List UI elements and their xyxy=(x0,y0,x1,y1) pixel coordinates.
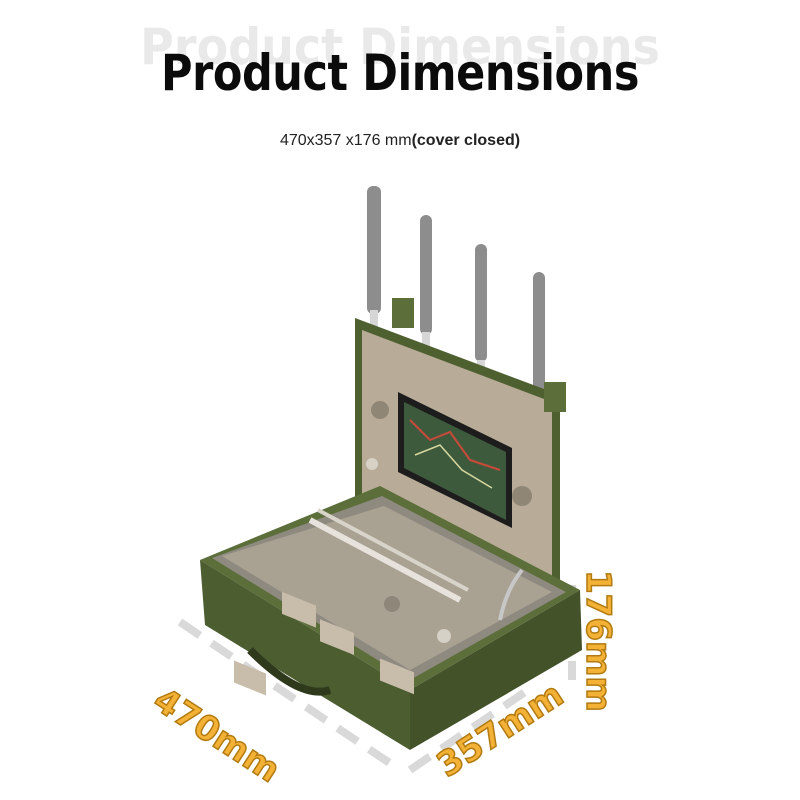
compartment-2 xyxy=(282,591,316,628)
speaker-grille-right xyxy=(512,486,532,506)
base-speaker xyxy=(384,596,400,612)
size-note: (cover closed) xyxy=(411,132,521,149)
background-ghost-title: Product Dimensions xyxy=(140,18,660,76)
size-text: 470x357 x176 mm xyxy=(279,132,412,149)
tablet-display xyxy=(398,392,512,528)
width-guide-line xyxy=(407,686,531,774)
dimensions-subtitle: 470x357 x176 mm(cover closed) xyxy=(0,132,800,150)
compartment-3 xyxy=(320,619,354,656)
speaker-grille-left xyxy=(371,401,389,419)
cable xyxy=(498,568,524,621)
compartment-1 xyxy=(234,660,266,696)
stylus-rail-1 xyxy=(308,517,462,603)
base-connector xyxy=(437,629,451,643)
case-body xyxy=(200,486,582,750)
lid-knob xyxy=(366,458,378,470)
height-dimension-label: 176mm xyxy=(577,569,619,712)
length-guide-line xyxy=(177,618,403,774)
case-handle xyxy=(247,647,332,696)
lid-latch-right xyxy=(544,382,566,412)
page-title: Product Dimensions xyxy=(160,44,640,102)
lid-latch-left xyxy=(392,298,414,328)
stylus-rail-2 xyxy=(317,508,469,592)
compartment-4 xyxy=(380,658,414,695)
